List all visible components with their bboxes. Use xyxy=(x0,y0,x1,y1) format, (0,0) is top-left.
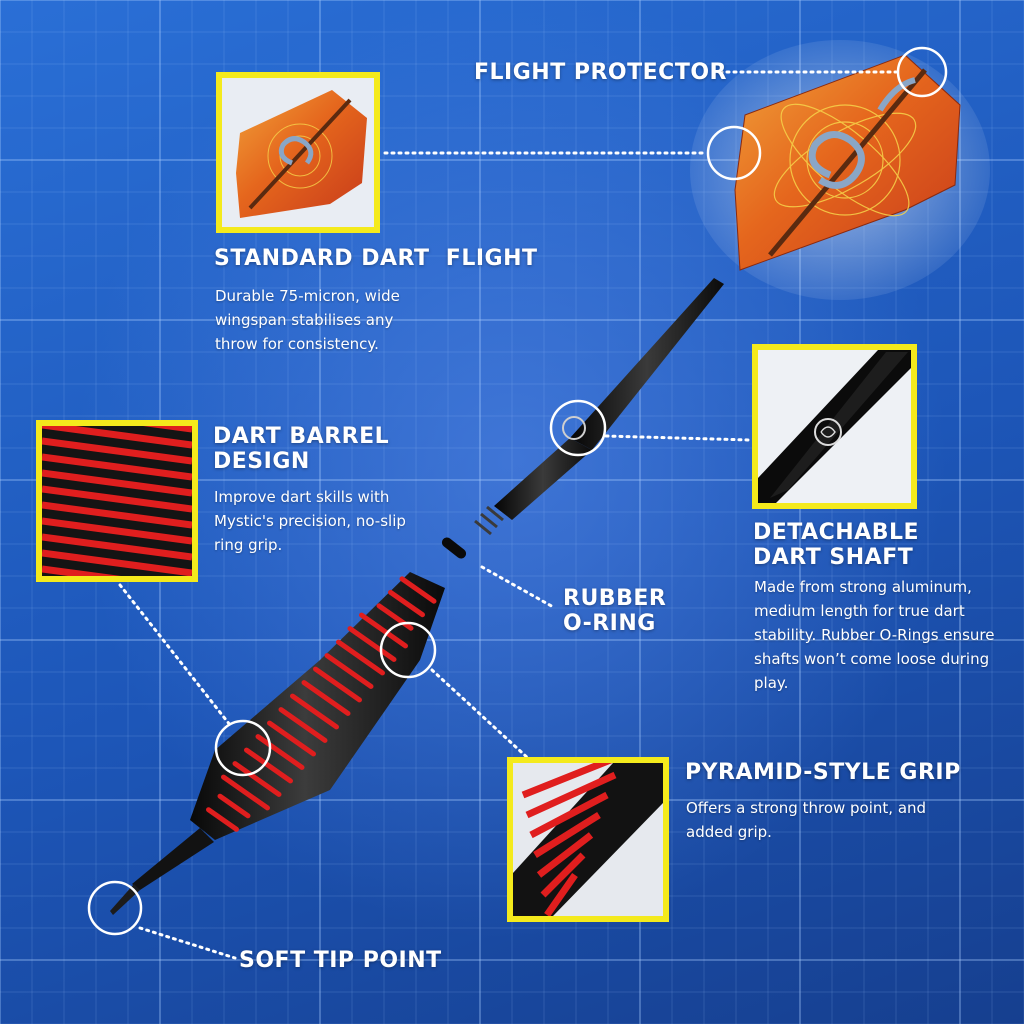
large-flight xyxy=(690,40,990,300)
o-ring xyxy=(441,537,467,559)
standard-flight-heading: STANDARD DART FLIGHT xyxy=(214,246,538,271)
grip-detail-image xyxy=(507,757,669,922)
detachable-shaft-heading: DETACHABLE DART SHAFT xyxy=(753,520,920,570)
flight-protector-heading: FLIGHT PROTECTOR xyxy=(474,60,727,85)
dart-barrel-description: Improve dart skills with Mystic's precis… xyxy=(214,488,406,554)
dart-barrel-heading: DART BARREL DESIGN xyxy=(213,424,390,474)
barrel-detail-image xyxy=(36,420,198,582)
pyramid-grip-description: Offers a strong throw point, and added g… xyxy=(686,799,927,841)
soft-tip-heading: SOFT TIP POINT xyxy=(239,948,442,973)
rubber-oring-heading: RUBBER O-RING xyxy=(563,586,667,636)
shaft-detail-image xyxy=(752,344,917,509)
pyramid-grip-heading: PYRAMID-STYLE GRIP xyxy=(685,760,961,785)
soft-tip xyxy=(110,828,214,915)
standard-flight-description: Durable 75-micron, wide wingspan stabili… xyxy=(215,287,400,353)
dart-shaft xyxy=(474,278,724,536)
detachable-shaft-description: Made from strong aluminum, medium length… xyxy=(754,578,995,692)
flight-detail-image xyxy=(216,72,380,233)
